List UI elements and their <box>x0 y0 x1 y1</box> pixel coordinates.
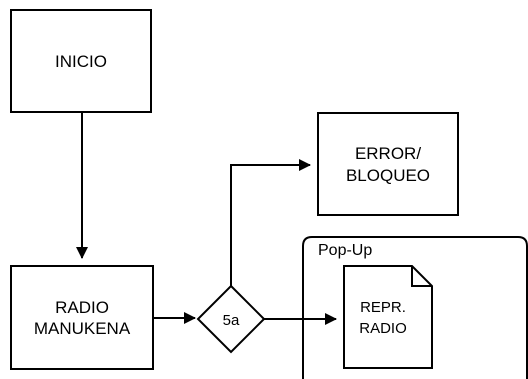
node-inicio-box <box>10 9 152 113</box>
decision-diamond <box>196 284 266 354</box>
node-error-bloqueo: ERROR/ BLOQUEO <box>317 112 459 216</box>
document-fold <box>411 266 432 287</box>
decision-label: 5a <box>223 312 240 329</box>
node-inicio-label: INICIO <box>55 52 107 71</box>
edge-decision-to-error-bloqueo <box>230 159 311 286</box>
node-error-bloqueo-line-1: ERROR/ <box>355 144 421 163</box>
node-radio-manukena-line-2: MANUKENA <box>34 319 131 338</box>
node-repr-radio-line-2: RADIO <box>359 320 407 337</box>
node-radio-manukena-line-1: RADIO <box>55 298 109 317</box>
node-error-bloqueo-line-2: BLOQUEO <box>346 166 430 185</box>
node-error-bloqueo-box <box>317 112 459 216</box>
node-radio-manukena-box <box>10 265 154 370</box>
document-shape <box>343 265 433 369</box>
node-decision: 5a <box>196 284 266 354</box>
popup-title: Pop-Up <box>318 242 372 259</box>
node-radio-manukena: RADIO MANUKENA <box>10 265 154 370</box>
popup-container: Pop-Up <box>302 236 528 379</box>
node-repr-radio-line-1: REPR. <box>360 299 406 316</box>
popup-frame <box>302 236 528 379</box>
node-repr-radio: REPR. RADIO <box>343 265 433 369</box>
node-inicio: INICIO <box>10 9 152 113</box>
